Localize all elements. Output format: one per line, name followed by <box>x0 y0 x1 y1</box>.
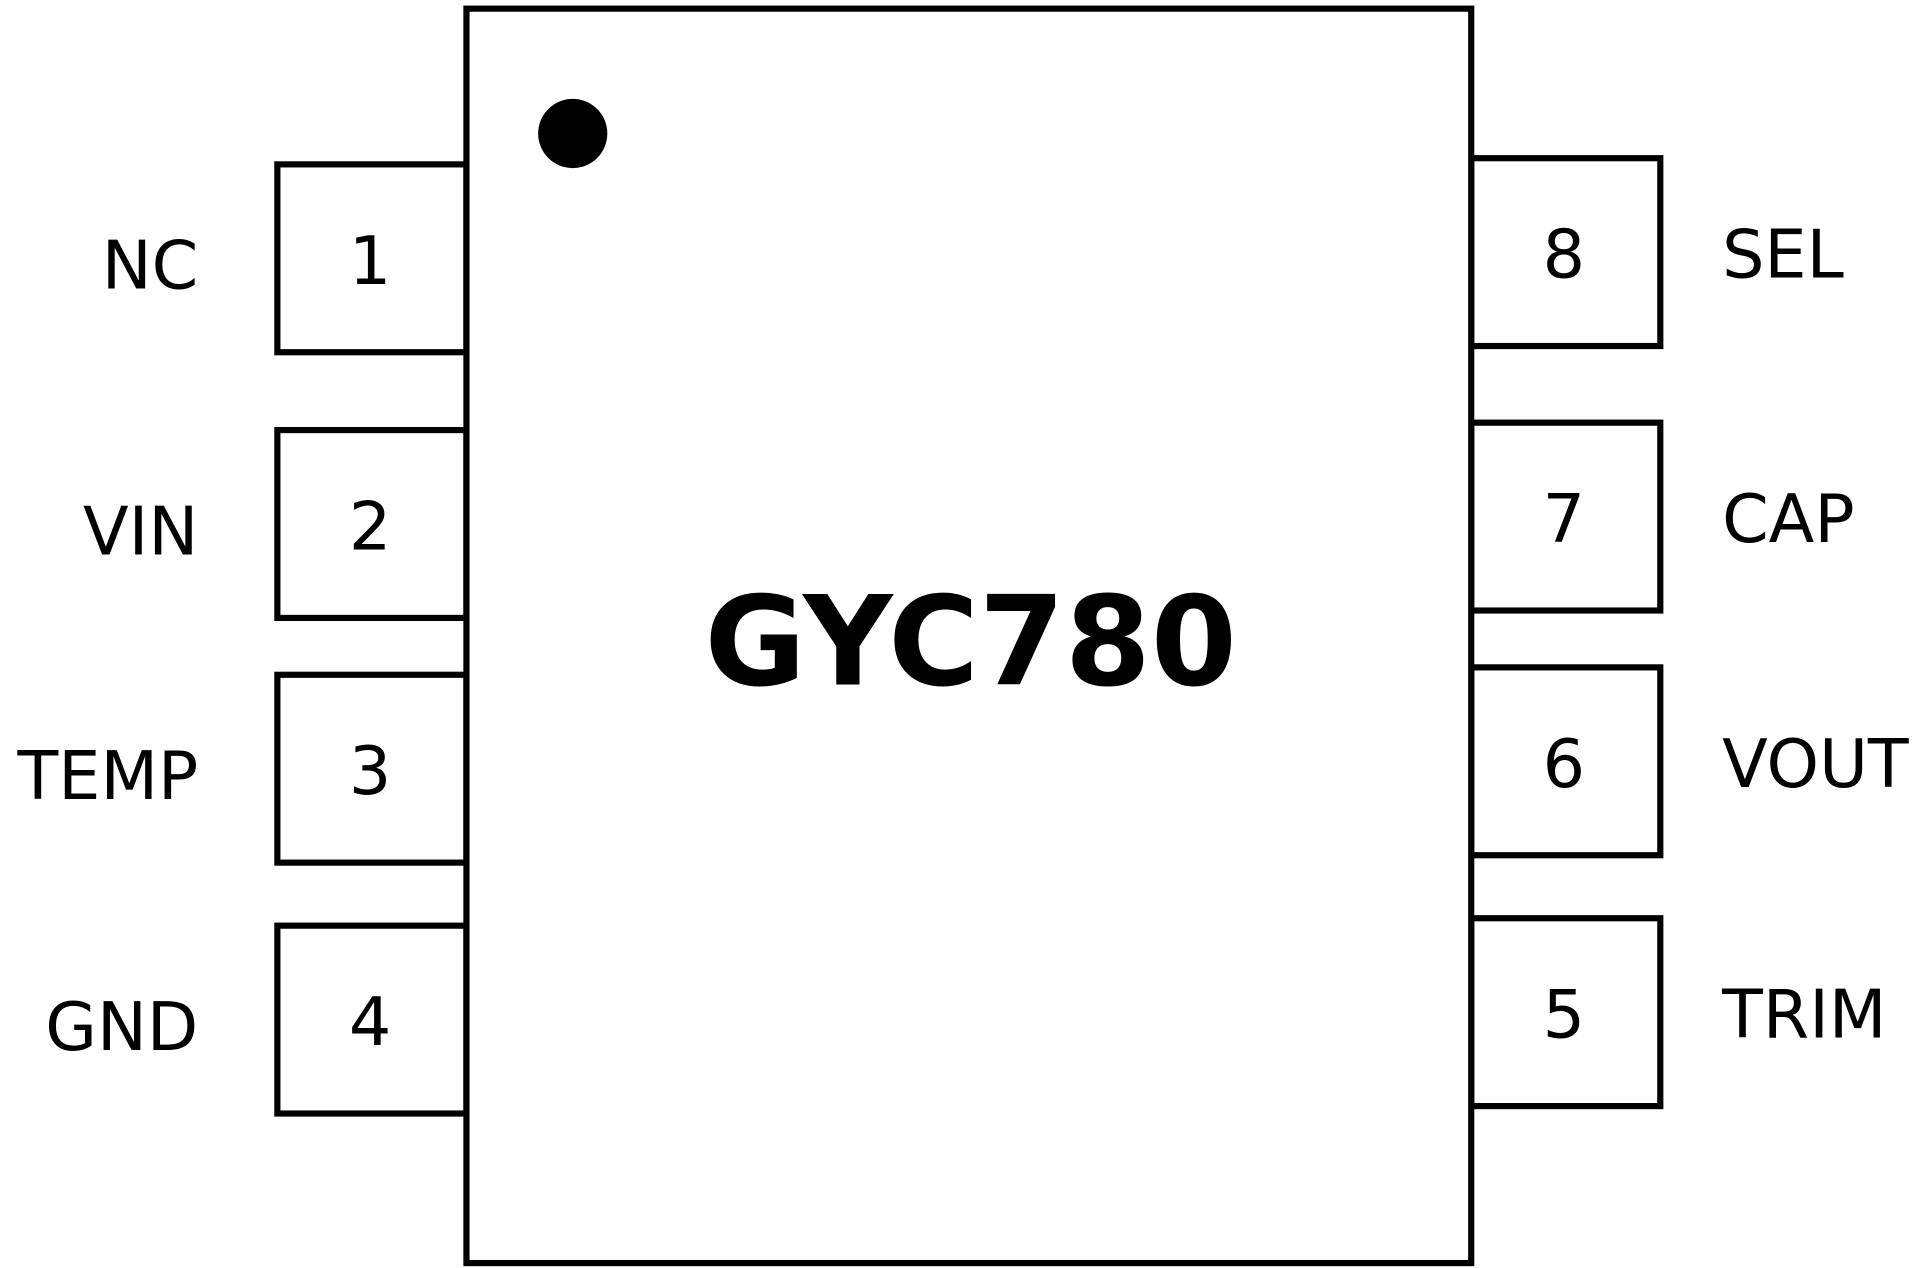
pin-name: GND <box>45 988 198 1066</box>
pin-number: 6 <box>1543 725 1585 803</box>
pin-name: TEMP <box>17 737 199 815</box>
pin-8-pad <box>1468 155 1664 350</box>
pin-number: 4 <box>349 983 391 1061</box>
pin-number: 5 <box>1543 976 1585 1054</box>
pin-1-pad <box>274 161 470 356</box>
pin-name: CAP <box>1722 480 1854 558</box>
chip-body <box>463 5 1475 1267</box>
pin-number: 1 <box>349 222 391 300</box>
pin-3-pad <box>274 671 470 866</box>
pin-6-pad <box>1468 664 1664 859</box>
pin-name: SEL <box>1722 216 1844 294</box>
pin-number: 2 <box>349 487 391 565</box>
pin-name: TRIM <box>1721 976 1886 1054</box>
pin-number: 8 <box>1543 216 1585 294</box>
pin-name: VOUT <box>1722 725 1909 803</box>
pin1-marker-dot <box>538 98 608 169</box>
chip-name: GYC780 <box>704 571 1236 715</box>
pin-name: VIN <box>83 492 198 570</box>
pin-2-pad <box>274 426 470 622</box>
pin-name: NC <box>102 227 198 305</box>
pin-number: 7 <box>1543 480 1585 558</box>
pin-number: 3 <box>349 732 391 810</box>
